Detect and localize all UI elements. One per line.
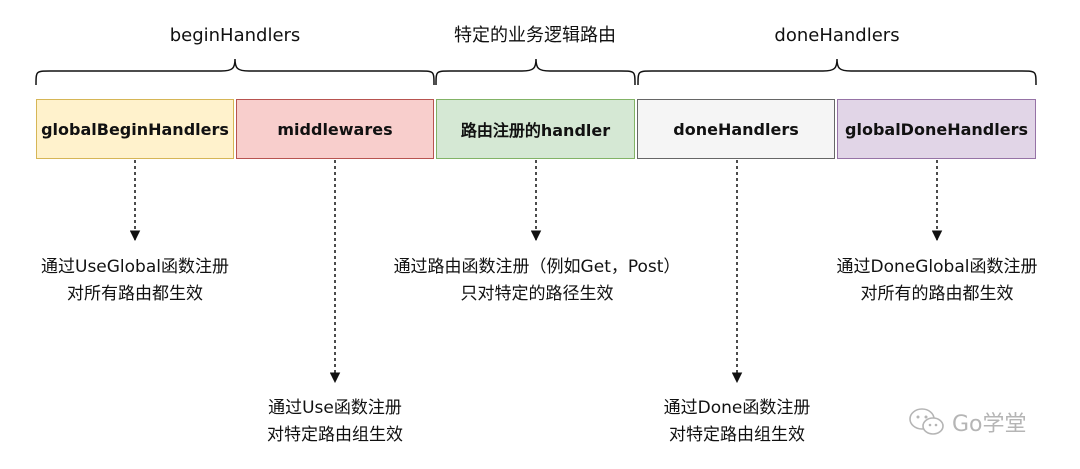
- watermark-text: Go学堂: [952, 412, 1027, 437]
- note-route-handler-line1: 通过路由函数注册（例如Get，Post）: [393, 257, 681, 277]
- note-route-handler-line2: 只对特定的路径生效: [460, 284, 614, 304]
- note-done-handlers-line1: 通过Done函数注册: [663, 398, 811, 418]
- brace-business-routes: [435, 58, 636, 86]
- brace-done-handlers: [637, 58, 1037, 86]
- box-middlewares: middlewares: [236, 99, 434, 159]
- box-done-handlers: doneHandlers: [637, 99, 835, 159]
- box-route-handler: 路由注册的handler: [436, 99, 635, 159]
- note-global-done: 通过DoneGlobal函数注册 对所有的路由都生效: [837, 254, 1038, 308]
- group-label-done-handlers: doneHandlers: [774, 25, 900, 46]
- note-done-handlers: 通过Done函数注册 对特定路由组生效: [664, 395, 811, 449]
- wechat-icon: [909, 408, 944, 435]
- brace-begin-handlers: [35, 58, 435, 86]
- group-label-business-routes: 特定的业务逻辑路由: [454, 25, 616, 46]
- note-route-handler: 通过路由函数注册（例如Get，Post） 只对特定的路径生效: [394, 254, 681, 308]
- note-middlewares-line2: 对特定路由组生效: [267, 425, 403, 445]
- box-global-done-handlers: globalDoneHandlers: [837, 99, 1036, 159]
- note-done-handlers-line2: 对特定路由组生效: [668, 425, 805, 445]
- watermark: Go学堂: [908, 404, 1027, 440]
- note-middlewares-line1: 通过Use函数注册: [268, 398, 402, 418]
- group-label-begin-handlers: beginHandlers: [169, 25, 301, 46]
- note-global-begin-line2: 对所有路由都生效: [67, 284, 203, 304]
- note-global-done-line2: 对所有的路由都生效: [860, 284, 1014, 304]
- note-middlewares: 通过Use函数注册 对特定路由组生效: [267, 395, 403, 449]
- group-braces: [35, 58, 1037, 86]
- note-global-done-line1: 通过DoneGlobal函数注册: [836, 257, 1038, 277]
- note-global-begin-line1: 通过UseGlobal函数注册: [41, 257, 229, 277]
- note-global-begin: 通过UseGlobal函数注册 对所有路由都生效: [41, 254, 229, 308]
- box-global-begin-handlers: globalBeginHandlers: [36, 99, 234, 159]
